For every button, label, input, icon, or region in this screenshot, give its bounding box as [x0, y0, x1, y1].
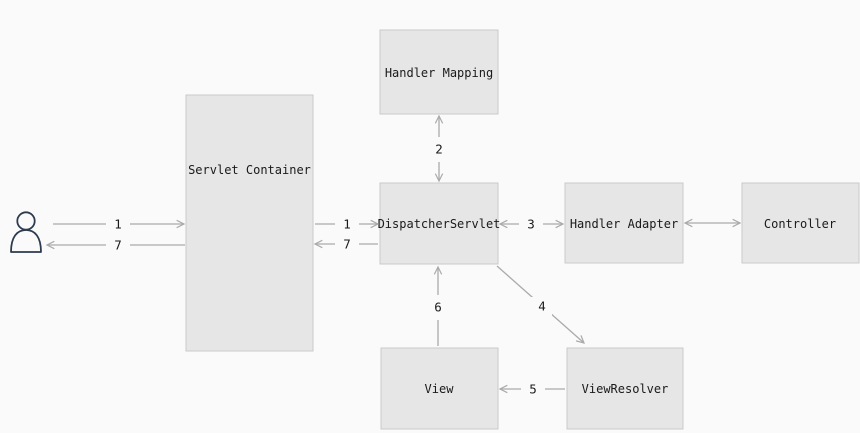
edge-servlet-container-to-dispatcher-label: 1 [343, 217, 351, 232]
node-handler-mapping-box [379, 29, 499, 115]
node-handler-adapter-box [564, 182, 684, 264]
edge-user-to-servlet-container: 1 [53, 216, 186, 233]
person-icon [10, 211, 42, 253]
edge-view-to-dispatcher-label: 6 [434, 300, 442, 315]
node-controller: Controller [741, 182, 860, 264]
edge-label-bg [521, 381, 545, 398]
node-view: View [380, 347, 499, 430]
edge-label-bg [431, 137, 447, 162]
node-servlet-container-label: Servlet Container [188, 163, 311, 177]
node-dispatcher-servlet-label: DispatcherServlet [378, 217, 501, 231]
node-controller-label: Controller [764, 217, 836, 231]
node-servlet-container-box [185, 94, 314, 352]
edge-label-bg [430, 295, 446, 320]
edge-dispatcher-to-view-resolver-label: 4 [538, 299, 546, 314]
edge-dispatcher-handler-adapter-label: 3 [527, 217, 535, 232]
edge-label-bg [335, 236, 359, 253]
person-body [10, 229, 42, 253]
node-view-label: View [425, 382, 455, 396]
node-dispatcher-servlet: DispatcherServlet [378, 182, 501, 265]
edge-dispatcher-to-servlet-container-label: 7 [343, 237, 351, 252]
node-view-resolver-box [566, 347, 684, 430]
edge-view-to-dispatcher: 6 [430, 265, 446, 346]
person-head [16, 211, 36, 231]
edge-view-resolver-to-view-label: 5 [529, 382, 537, 397]
node-view-box [380, 347, 499, 430]
edge-dispatcher-to-servlet-container: 7 [313, 236, 378, 253]
edge-view-resolver-to-view: 5 [498, 381, 565, 398]
edge-user-to-servlet-container-label: 1 [114, 217, 122, 232]
edge-dispatcher-to-view-resolver: 4 [496, 265, 585, 344]
node-dispatcher-servlet-box [379, 182, 499, 265]
edge-servlet-container-to-user: 7 [45, 237, 185, 254]
node-handler-mapping: Handler Mapping [379, 29, 499, 115]
node-handler-adapter: Handler Adapter [564, 182, 684, 264]
node-view-resolver-label: ViewResolver [582, 382, 669, 396]
node-controller-box [741, 182, 860, 264]
edge-label-bg [106, 237, 130, 254]
edge-servlet-container-to-dispatcher: 1 [315, 216, 380, 233]
edge-label-bg [335, 216, 359, 233]
edge-dispatcher-handler-adapter: 3 [498, 216, 565, 233]
edge-handler-mapping-dispatcher-label: 2 [435, 142, 443, 157]
node-handler-adapter-label: Handler Adapter [570, 217, 678, 231]
node-handler-mapping-label: Handler Mapping [385, 66, 493, 80]
edge-label-bg [106, 216, 130, 233]
edge-label-bg [519, 216, 543, 233]
edge-handler-mapping-dispatcher: 2 [431, 114, 447, 183]
edge-label-bg [531, 297, 552, 316]
edge-servlet-container-to-user-label: 7 [114, 238, 122, 253]
node-servlet-container: Servlet Container [185, 94, 314, 352]
node-view-resolver: ViewResolver [566, 347, 684, 430]
